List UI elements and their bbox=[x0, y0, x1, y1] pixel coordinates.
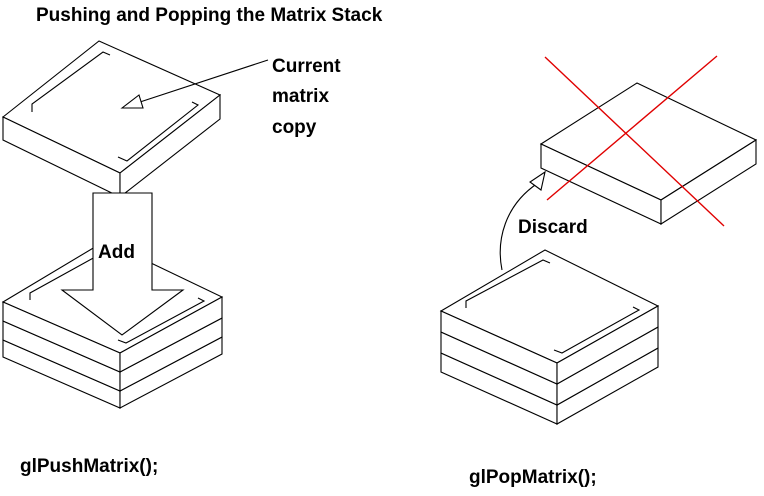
current-matrix-copy-plate bbox=[1, 40, 222, 199]
diagram-title: Pushing and Popping the Matrix Stack bbox=[36, 5, 383, 26]
plate-corner-mark bbox=[31, 51, 111, 112]
plate-right-face bbox=[119, 93, 221, 199]
discard-cross bbox=[544, 55, 725, 227]
add-arrow-label: Add bbox=[98, 242, 135, 263]
stack-corner-mark bbox=[117, 297, 206, 344]
current-matrix-callout-arrow bbox=[120, 59, 269, 109]
discard-arrow-label: Discard bbox=[518, 217, 588, 238]
add-arrow bbox=[60, 192, 185, 336]
pop-function-label: glPopMatrix(); bbox=[469, 467, 597, 488]
stack-plate-1-right bbox=[119, 296, 223, 373]
callout-line-1: Current bbox=[272, 56, 341, 77]
discarded-matrix-plate bbox=[539, 82, 758, 225]
discard-arrow bbox=[499, 170, 546, 271]
callout-line-3: copy bbox=[272, 117, 317, 138]
pop-matrix-stack bbox=[439, 249, 660, 425]
callout-line-2: matrix bbox=[272, 86, 329, 107]
pop-plate-1-right bbox=[556, 305, 659, 385]
pop-corner-mark bbox=[553, 306, 641, 354]
push-matrix-stack bbox=[1, 240, 224, 409]
discarded-plate-right bbox=[660, 139, 757, 225]
push-function-label: glPushMatrix(); bbox=[20, 456, 158, 477]
pop-corner-mark bbox=[465, 259, 551, 308]
plate-corner-mark bbox=[117, 101, 200, 162]
